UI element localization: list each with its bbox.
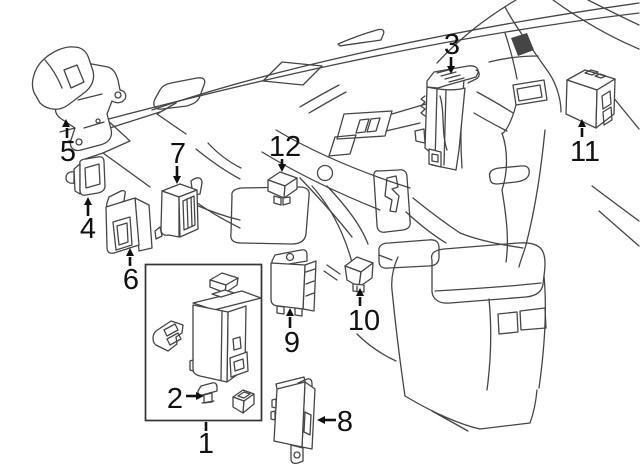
- callout-6[interactable]: 6: [123, 248, 139, 296]
- callout-label-12: 12: [269, 131, 301, 163]
- callout-label-5: 5: [60, 136, 76, 168]
- callout-arrowhead-2: [196, 392, 204, 400]
- part-6-ecu: [105, 189, 153, 254]
- part-1-junction-block: [152, 272, 262, 414]
- callout-5[interactable]: 5: [60, 119, 76, 168]
- callout-8[interactable]: 8: [317, 406, 353, 438]
- callout-label-6: 6: [123, 264, 139, 296]
- part-10-relay: [344, 256, 374, 293]
- callout-1[interactable]: 1: [198, 422, 214, 460]
- part-9-computer: [270, 249, 317, 317]
- part-4-sensor: [65, 156, 106, 196]
- part-5-module: [31, 46, 127, 152]
- callout-arrowhead-5: [62, 119, 70, 127]
- part-2-fuse: [197, 382, 218, 396]
- callout-label-10: 10: [348, 305, 380, 337]
- group-box: [144, 263, 263, 422]
- part-3-junction-block: [414, 65, 480, 171]
- callout-9[interactable]: 9: [284, 308, 300, 359]
- callout-arrowhead-12: [278, 164, 286, 172]
- part-1-group: [144, 263, 263, 422]
- part-12-relay: [267, 171, 298, 206]
- callout-arrowhead-10: [356, 288, 364, 296]
- callout-label-1: 1: [198, 428, 214, 460]
- callout-label-8: 8: [337, 406, 353, 438]
- callouts: 1 2 3 4 5 6 7: [60, 29, 600, 460]
- callout-12[interactable]: 12: [269, 131, 301, 172]
- callout-arrowhead-11: [578, 119, 586, 127]
- callout-3[interactable]: 3: [444, 29, 460, 74]
- callout-2[interactable]: 2: [167, 383, 204, 415]
- callout-label-7: 7: [170, 138, 186, 170]
- callout-arrowhead-4: [84, 197, 92, 205]
- part-7-ecu: [154, 177, 203, 240]
- callout-label-3: 3: [444, 29, 460, 61]
- callout-10[interactable]: 10: [348, 288, 380, 337]
- callout-4[interactable]: 4: [80, 197, 96, 245]
- callout-7[interactable]: 7: [170, 138, 186, 184]
- callout-label-11: 11: [570, 136, 600, 168]
- callout-label-9: 9: [284, 327, 300, 359]
- callout-arrowhead-8: [317, 416, 325, 424]
- part-8-computer: [270, 376, 316, 465]
- callout-label-2: 2: [167, 383, 183, 415]
- callout-11[interactable]: 11: [570, 119, 600, 168]
- callout-arrowhead-9: [286, 308, 294, 316]
- callout-arrowhead-6: [126, 248, 134, 256]
- callout-arrowhead-7: [173, 176, 181, 184]
- callout-arrowhead-3: [447, 66, 455, 74]
- part-11-computer: [565, 69, 616, 129]
- callout-label-4: 4: [80, 213, 96, 245]
